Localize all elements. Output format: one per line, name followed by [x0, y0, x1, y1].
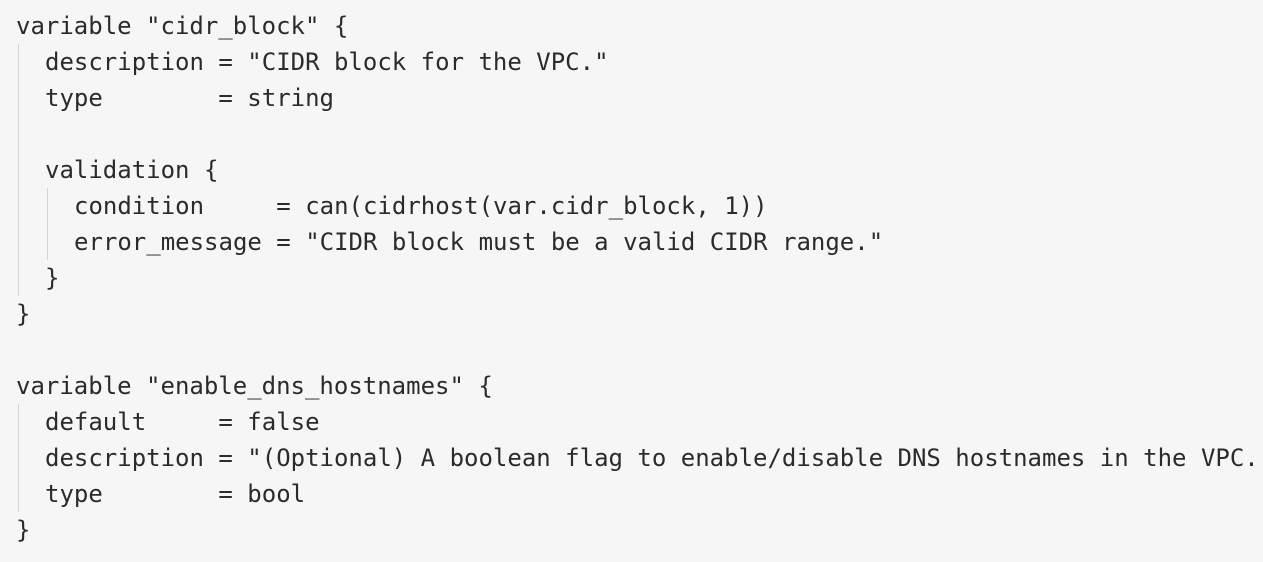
indent-guide	[18, 404, 19, 512]
code-line: condition = can(cidrhost(var.cidr_block,…	[74, 192, 768, 220]
code-line: type = bool	[45, 480, 306, 508]
code-line: error_message = "CIDR block must be a va…	[74, 228, 884, 256]
code-line: }	[16, 516, 31, 544]
indent-guide	[18, 44, 19, 296]
code-line: type = string	[45, 84, 334, 112]
code-line: variable "cidr_block" {	[16, 12, 349, 40]
indent-guide	[47, 188, 48, 260]
code-line: description = "CIDR block for the VPC."	[45, 48, 609, 76]
code-line: description = "(Optional) A boolean flag…	[45, 444, 1259, 472]
code-line: }	[45, 264, 60, 292]
code-line: variable "enable_dns_hostnames" {	[16, 372, 493, 400]
code-line: }	[16, 300, 31, 328]
code-line: default = false	[45, 408, 320, 436]
code-line: validation {	[45, 156, 219, 184]
